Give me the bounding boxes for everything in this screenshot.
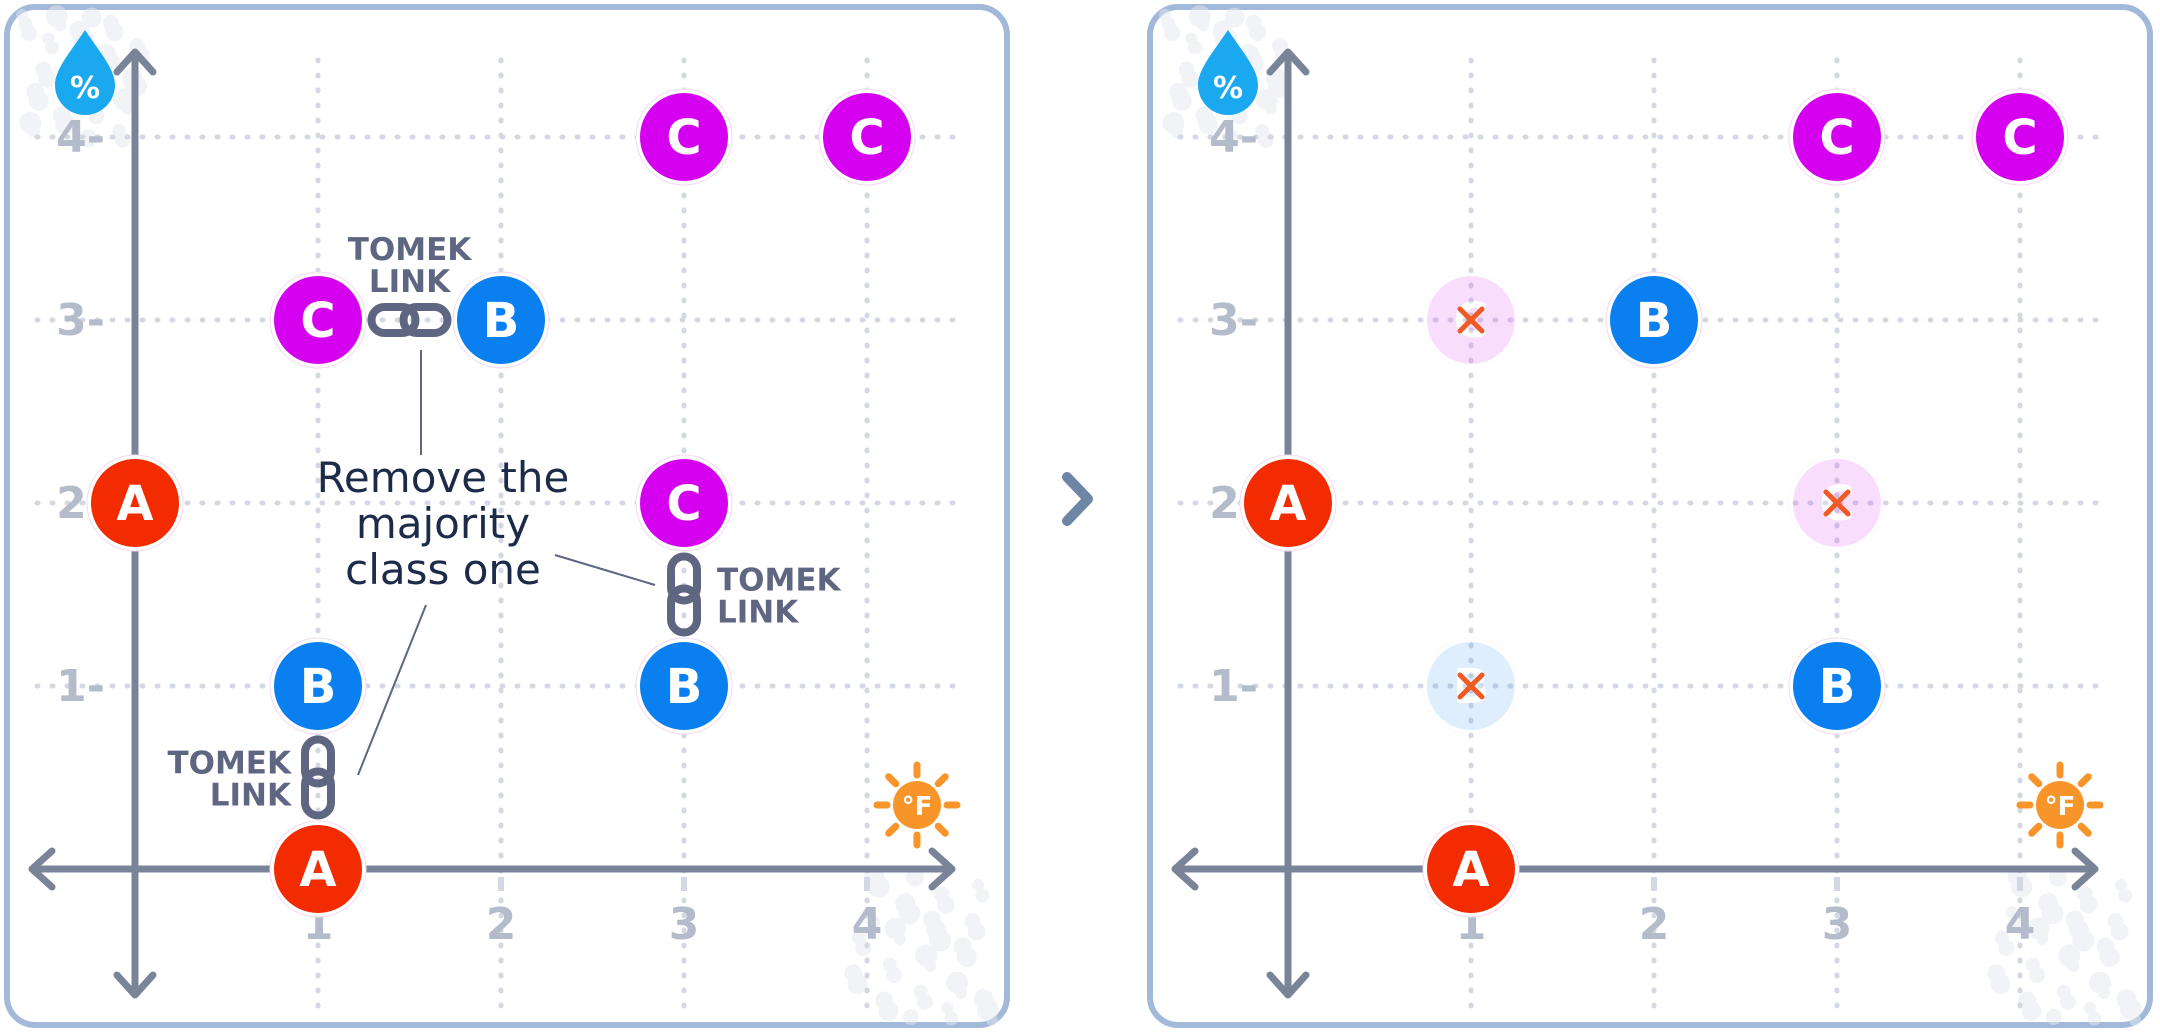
point-label: B: [1819, 659, 1856, 715]
point-label: C: [1819, 110, 1854, 166]
temperature-icon-text: °F: [2045, 792, 2076, 822]
point-label: C: [666, 476, 701, 532]
annotation-line: majority: [356, 499, 530, 548]
y-tick-label: 4-: [1209, 112, 1258, 163]
data-point-B: B: [635, 637, 733, 735]
chevron-right-icon: [1062, 472, 1093, 526]
data-point-B: B: [1788, 637, 1886, 735]
humidity-icon-text: %: [1213, 71, 1243, 106]
point-label: B: [666, 659, 703, 715]
tomek-link-label: TOMEK: [348, 232, 473, 268]
y-tick-label: 1-: [56, 661, 105, 712]
point-label: B: [483, 293, 520, 349]
y-tick-label: 3-: [1209, 295, 1258, 346]
x-tick-label: 4: [2005, 899, 2036, 950]
temperature-icon-text: °F: [902, 792, 933, 822]
data-point-B: B: [269, 637, 367, 735]
temperature-fahrenheit-sun-icon: °F: [2016, 761, 2104, 849]
x-axis: [28, 847, 956, 891]
x-tick-label: 2: [486, 899, 517, 950]
tomek-link-label: LINK: [210, 778, 292, 814]
panel-frame: [4, 4, 1010, 1028]
x-tick-label: 3: [1822, 899, 1853, 950]
annotation-leader-lines: [357, 350, 656, 776]
y-tick-label: 4-: [56, 112, 105, 163]
tomek-link-label: LINK: [369, 264, 451, 300]
data-point-A: A: [1239, 454, 1337, 552]
data-point-A: A: [269, 820, 367, 918]
panel-frame: [1147, 4, 2153, 1028]
x-mark-icon: [1823, 489, 1851, 517]
point-label: C: [300, 293, 335, 349]
point-label: C: [2002, 110, 2037, 166]
point-label: C: [666, 110, 701, 166]
x-mark-icon: [1457, 306, 1485, 334]
chain-link-icon: [367, 303, 452, 337]
annotation-line: class one: [345, 545, 541, 594]
x-mark-icon: [1457, 672, 1485, 700]
decorative-dots: [16, 5, 999, 1026]
chain-link-icon: [301, 735, 335, 820]
tomek-link-label: TOMEK: [717, 563, 842, 599]
data-point-A: A: [86, 454, 184, 552]
x-tick-label: 2: [1639, 899, 1670, 950]
data-point-C: C: [635, 454, 733, 552]
data-point-C: C: [635, 88, 733, 186]
point-label: B: [300, 659, 337, 715]
data-point-A: A: [1422, 820, 1520, 918]
data-point-B: B: [452, 271, 550, 369]
data-point-C: C: [818, 88, 916, 186]
tomek-link-label: LINK: [717, 595, 799, 631]
x-axis: [1171, 847, 2099, 891]
humidity-percent-drop-icon: %: [1198, 30, 1258, 115]
y-tick-label: 1-: [1209, 661, 1258, 712]
temperature-fahrenheit-sun-icon: °F: [873, 761, 961, 849]
x-tick-label: 4: [852, 899, 883, 950]
data-point-C: C: [1971, 88, 2069, 186]
data-point-B: B: [1605, 271, 1703, 369]
humidity-percent-drop-icon: %: [55, 30, 115, 115]
point-label: A: [1452, 842, 1489, 898]
tomek-link-label: TOMEK: [167, 746, 292, 782]
chain-link-icon: [667, 552, 701, 637]
point-label: B: [1636, 293, 1673, 349]
data-point-C: C: [1788, 88, 1886, 186]
point-label: C: [849, 110, 884, 166]
humidity-icon-text: %: [70, 71, 100, 106]
point-label: A: [1269, 476, 1306, 532]
y-tick-label: 3-: [56, 295, 105, 346]
annotation-line: Remove the: [317, 453, 570, 502]
x-tick-label: 3: [669, 899, 700, 950]
point-label: A: [116, 476, 153, 532]
data-point-C: C: [269, 271, 367, 369]
point-label: A: [299, 842, 336, 898]
